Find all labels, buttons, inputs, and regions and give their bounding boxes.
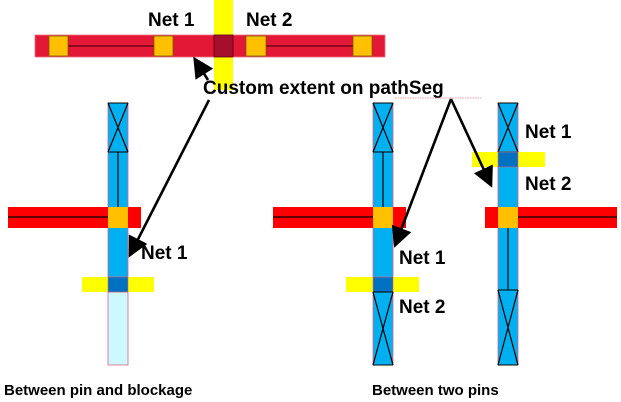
middle-column: Net 1 Net 2: [273, 102, 446, 366]
right-column: Net 1 Net 2 Between two pins: [372, 102, 617, 399]
pin-2: [153, 35, 174, 57]
overlap-dark-blue-left: [107, 276, 129, 293]
pin-middle: [373, 207, 393, 228]
overlap-dark-blue-middle: [372, 276, 394, 293]
overlap-dark-red: [213, 34, 234, 58]
blockage-region: [107, 291, 129, 366]
middle-net2-label: Net 2: [399, 297, 445, 318]
left-net1-label: Net 1: [141, 243, 188, 264]
arrow-to-left-net1: [128, 99, 211, 258]
top-net2-label: Net 2: [246, 10, 292, 31]
arrow-to-top-bar: [193, 56, 214, 81]
left-caption: Between pin and blockage: [4, 382, 192, 399]
right-net2-label: Net 2: [525, 174, 571, 195]
arrow-to-middle-net1: [391, 98, 453, 248]
via-x-icon: [497, 289, 519, 366]
pin-3: [245, 35, 267, 57]
top-net1-label: Net 1: [148, 10, 195, 31]
annotation: Custom extent on pathSeg: [128, 56, 493, 258]
pin-left: [108, 207, 128, 228]
left-example: Net 1 Between pin and blockage: [4, 102, 192, 399]
arrow-to-right-net2: [449, 98, 493, 188]
pin-1: [48, 35, 69, 57]
top-example: Net 1 Net 2: [34, 0, 386, 90]
pin-right: [498, 207, 518, 228]
via-x-icon: [372, 291, 394, 366]
vertical-pathseg-middle: [372, 102, 394, 366]
pin-4: [352, 35, 373, 57]
overlap-dark-blue-right: [497, 151, 519, 168]
custom-extent-annotation: Custom extent on pathSeg: [203, 78, 444, 99]
right-net1-label: Net 1: [525, 122, 572, 143]
middle-net1-label: Net 1: [399, 248, 446, 269]
right-caption: Between two pins: [372, 382, 499, 399]
